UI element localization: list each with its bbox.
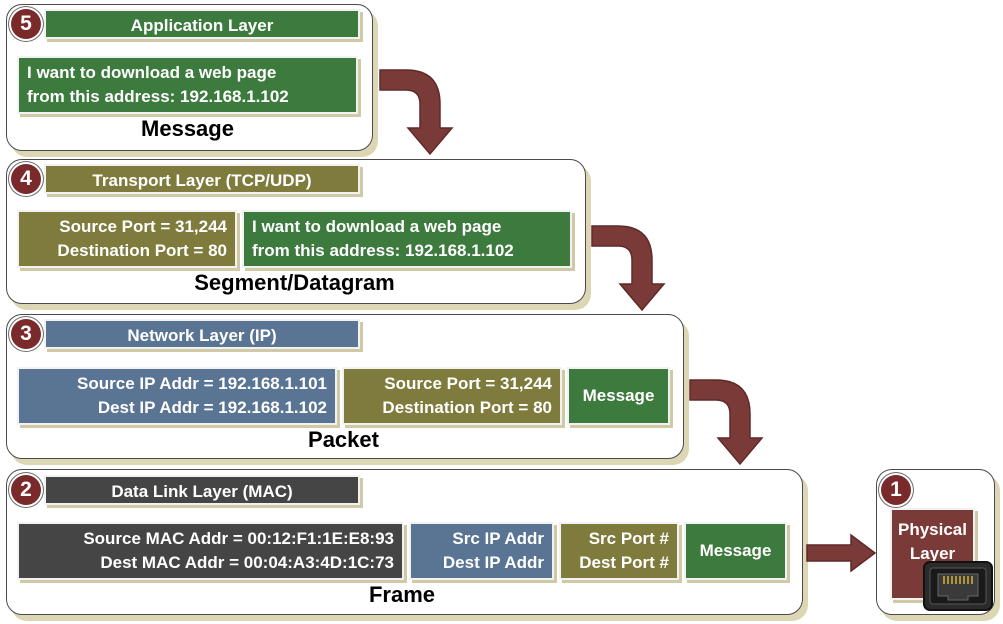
layer-4-badge: 4 <box>11 164 41 194</box>
transport-source-port: Source Port = 31,244 <box>59 217 227 236</box>
layer-3-badge: 3 <box>11 319 41 349</box>
datalink-source-mac: Source MAC Addr = 00:12:F1:1E:E8:93 <box>83 529 394 548</box>
network-dest-ip: Dest IP Addr = 192.168.1.102 <box>97 398 327 417</box>
network-source-port: Source Port = 31,244 <box>384 374 552 393</box>
datalink-dest-mac: Dest MAC Addr = 00:04:A3:4D:1C:73 <box>100 553 394 572</box>
application-data-box: I want to download a web page from this … <box>17 56 358 114</box>
application-data-line1: I want to download a web page <box>27 63 277 82</box>
network-source-ip: Source IP Addr = 192.168.1.101 <box>77 374 327 393</box>
network-unit-label: Packet <box>308 427 379 452</box>
network-layer-title: Network Layer (IP) <box>44 319 360 349</box>
transport-layer-title: Transport Layer (TCP/UDP) <box>44 164 360 194</box>
ethernet-port-icon <box>923 561 993 611</box>
network-port-header-box: Source Port = 31,244 Destination Port = … <box>342 367 562 425</box>
transport-data-line1: I want to download a web page <box>252 217 502 236</box>
datalink-ip-header-box: Src IP Addr Dest IP Addr <box>409 522 554 580</box>
network-message-label: Message <box>582 386 655 405</box>
down-curved-arrow-icon <box>689 379 764 466</box>
transport-data-line2: from this address: 192.168.1.102 <box>252 241 514 260</box>
datalink-message-label: Message <box>699 541 772 560</box>
datalink-message-box: Message <box>684 522 787 580</box>
down-curved-arrow-icon <box>379 69 454 156</box>
network-ip-header-box: Source IP Addr = 192.168.1.101 Dest IP A… <box>17 367 337 425</box>
network-message-box: Message <box>567 367 670 425</box>
down-curved-arrow-icon <box>591 225 666 312</box>
datalink-port-header-box: Src Port # Dest Port # <box>559 522 679 580</box>
datalink-unit-label: Frame <box>368 582 436 607</box>
datalink-src-port: Src Port # <box>588 529 669 548</box>
transport-destination-port: Destination Port = 80 <box>57 241 227 260</box>
datalink-layer-title: Data Link Layer (MAC) <box>44 475 360 505</box>
datalink-dest-ip: Dest IP Addr <box>442 553 544 572</box>
transport-data-box: I want to download a web page from this … <box>242 210 572 268</box>
physical-title-line2: Layer <box>909 544 956 563</box>
datalink-dest-port: Dest Port # <box>579 553 669 572</box>
application-data-line2: from this address: 192.168.1.102 <box>27 87 289 106</box>
layer-1-badge: 1 <box>881 475 911 505</box>
layer-5-badge: 5 <box>11 9 41 39</box>
layer-2-badge: 2 <box>11 475 41 505</box>
transport-header-box: Source Port = 31,244 Destination Port = … <box>17 210 237 268</box>
network-destination-port: Destination Port = 80 <box>382 398 552 417</box>
datalink-src-ip: Src IP Addr <box>452 529 544 548</box>
application-layer-title: Application Layer <box>44 9 360 39</box>
application-unit-label: Message <box>141 116 234 141</box>
transport-unit-label: Segment/Datagram <box>194 270 395 295</box>
right-arrow-icon <box>806 533 877 573</box>
physical-title-line1: Physical <box>898 520 967 539</box>
datalink-mac-header-box: Source MAC Addr = 00:12:F1:1E:E8:93 Dest… <box>17 522 404 580</box>
